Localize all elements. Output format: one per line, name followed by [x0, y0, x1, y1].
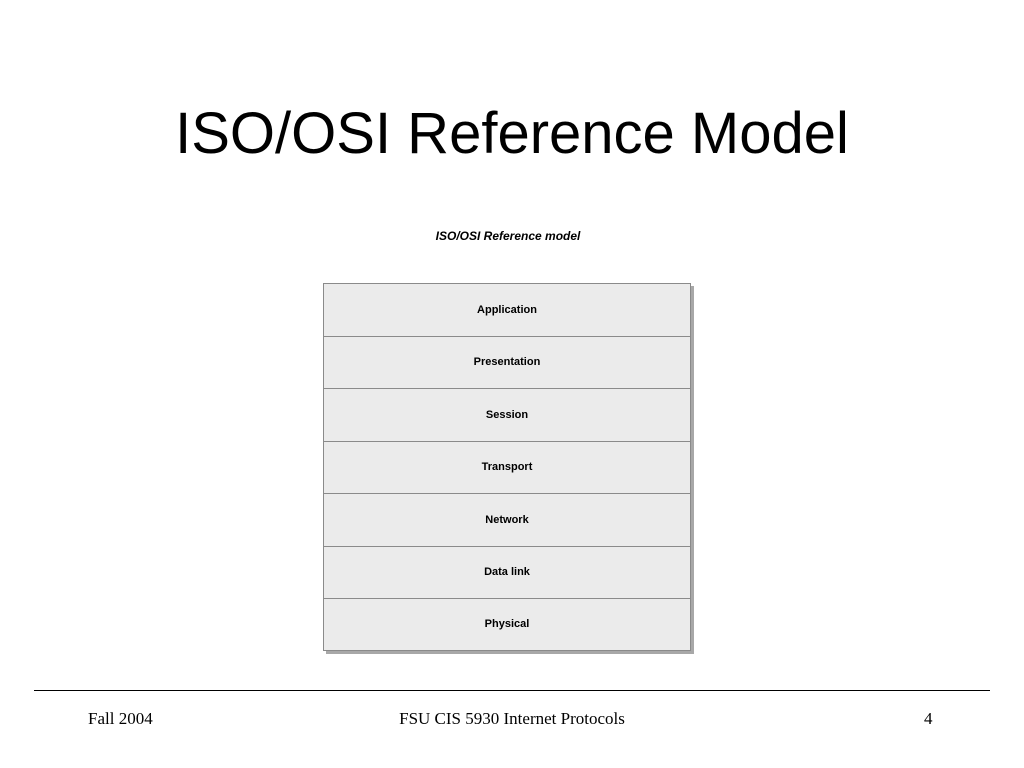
- layer-transport: Transport: [323, 440, 691, 493]
- footer-course: FSU CIS 5930 Internet Protocols: [399, 709, 625, 728]
- layer-data-link: Data link: [323, 545, 691, 598]
- footer-date: Fall 2004: [88, 709, 153, 728]
- footer-page-number: 4: [924, 709, 933, 728]
- footer-divider: [34, 690, 990, 691]
- layer-presentation: Presentation: [323, 335, 691, 388]
- layer-network: Network: [323, 493, 691, 546]
- layer-physical: Physical: [323, 598, 691, 651]
- diagram-caption: ISO/OSI Reference model: [435, 229, 581, 243]
- slide-title: ISO/OSI Reference Model: [175, 101, 849, 166]
- layer-session: Session: [323, 388, 691, 441]
- layer-application: Application: [323, 283, 691, 336]
- osi-layer-stack: Application Presentation Session Transpo…: [323, 283, 691, 651]
